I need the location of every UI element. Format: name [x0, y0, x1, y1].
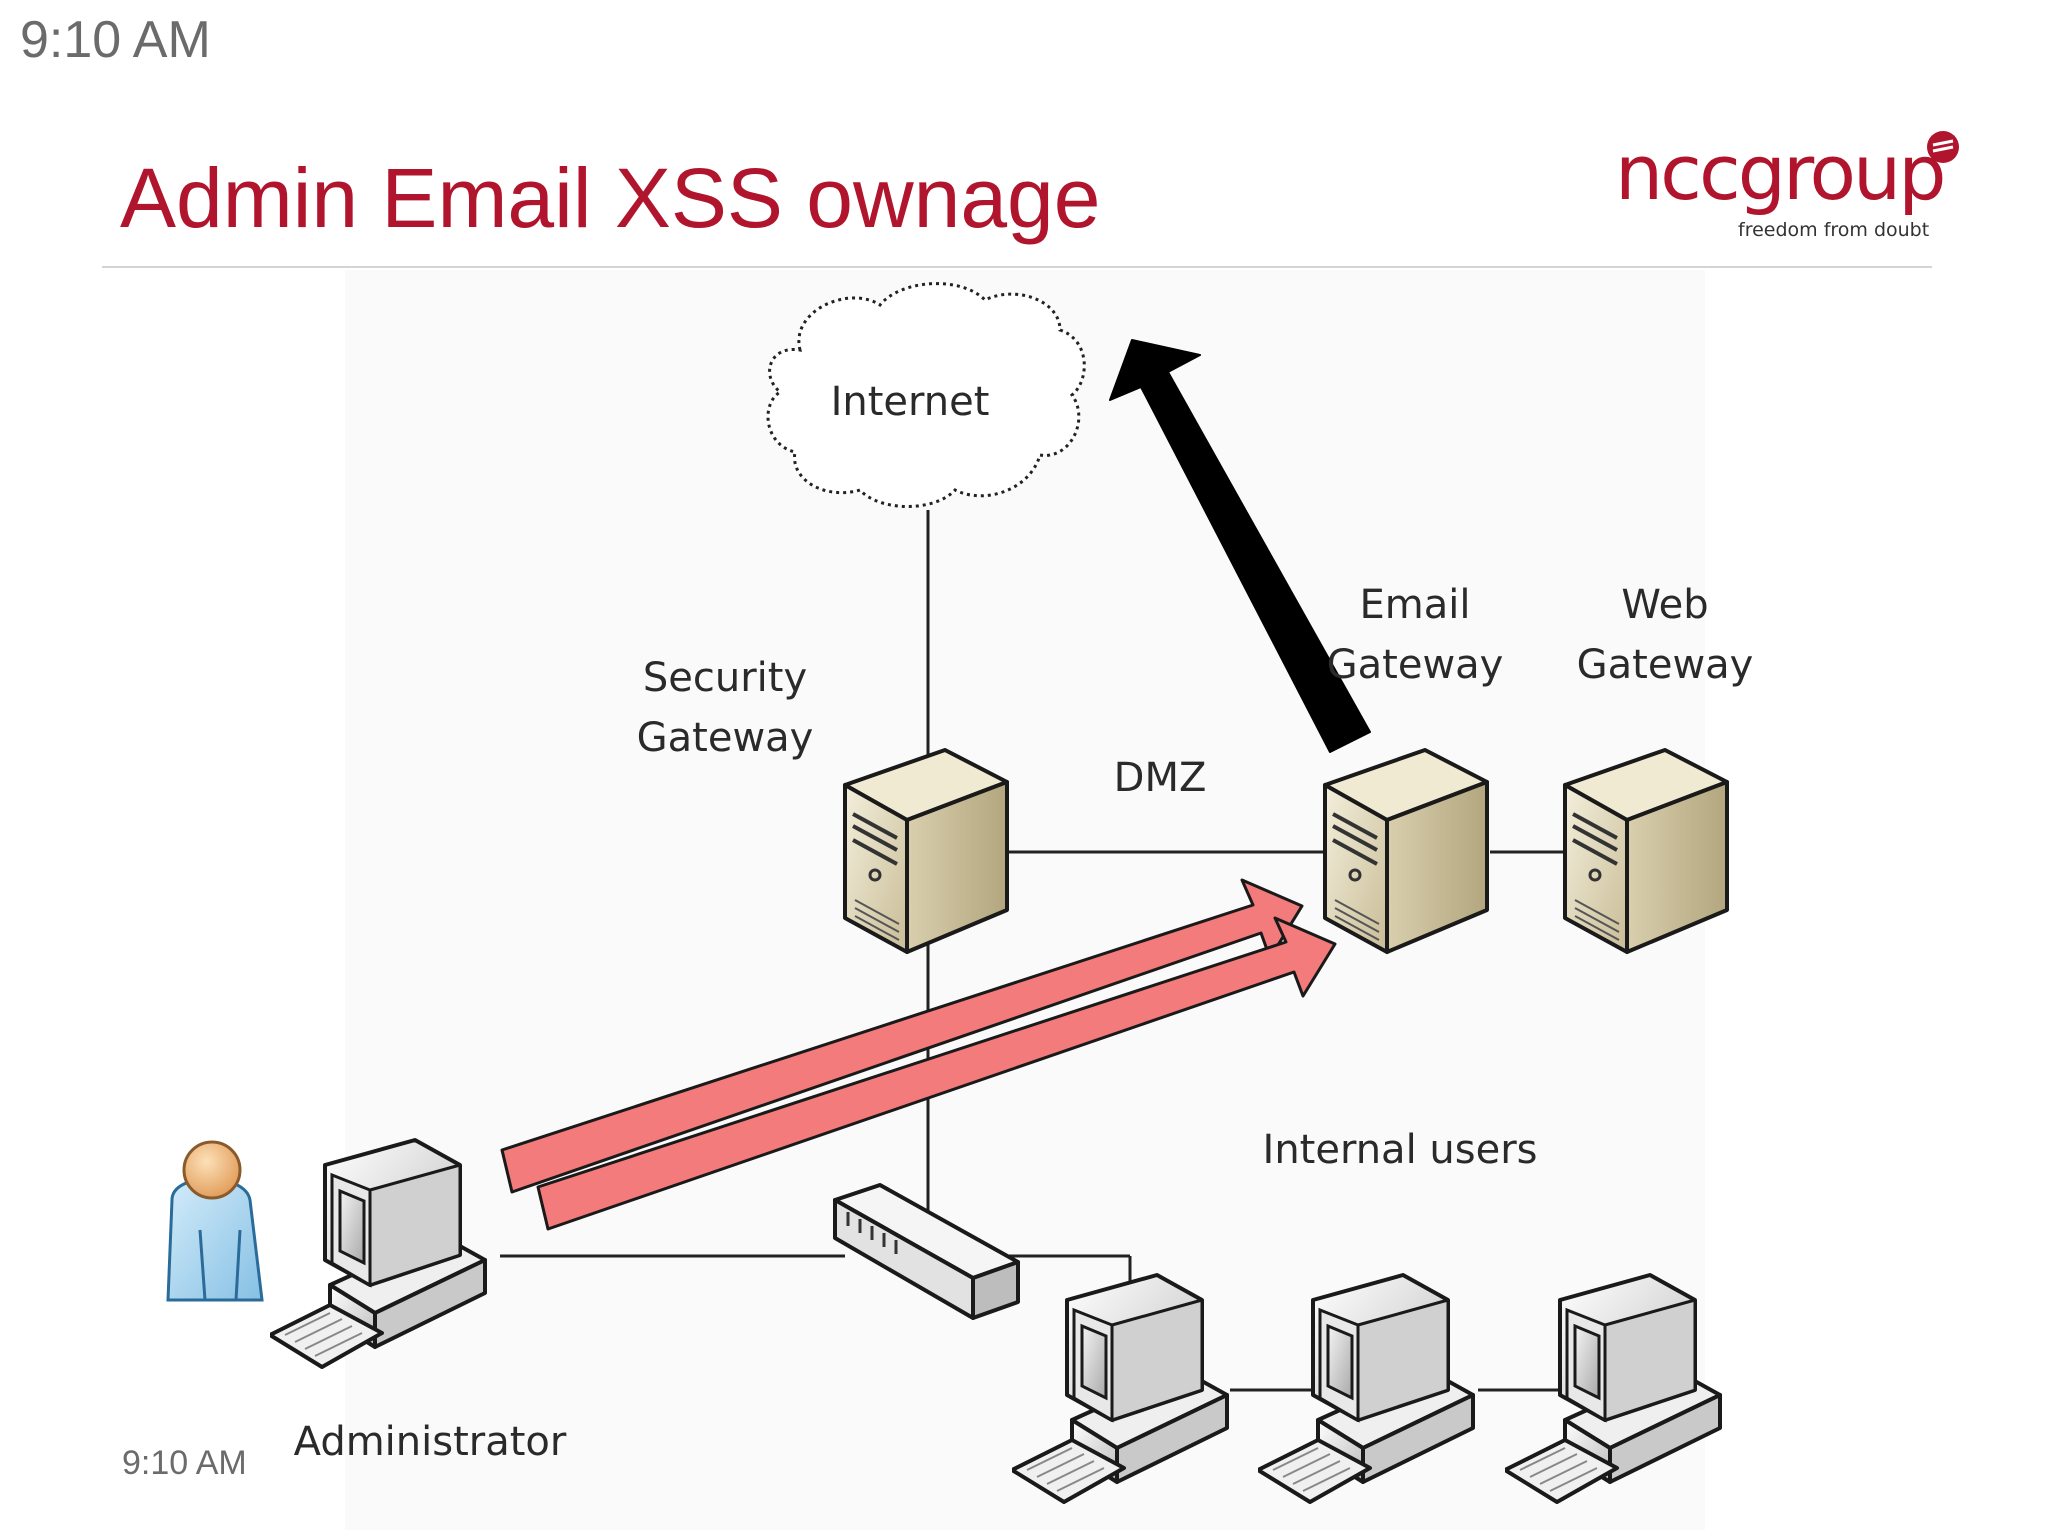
- clock-top: 9:10 AM: [20, 11, 211, 69]
- administrator-person-icon: [166, 1140, 264, 1302]
- administrator-label: Administrator: [293, 1419, 567, 1465]
- title-divider: [102, 266, 1932, 268]
- internet-label: Internet: [830, 379, 990, 425]
- dmz-label: DMZ: [1113, 755, 1207, 801]
- network-switch-icon: [833, 1183, 1020, 1320]
- email-gateway-label: Email Gateway: [1326, 582, 1504, 688]
- internal-user-pc-icon: [1012, 1273, 1229, 1504]
- company-logo: nccgroup freedom from doubt: [1605, 125, 1975, 245]
- logo-mark-icon: [1927, 131, 1959, 163]
- exfiltration-arrow-icon: [1109, 339, 1371, 753]
- web-gateway-label: Web Gateway: [1576, 582, 1754, 688]
- administrator-pc-icon: [270, 1138, 487, 1369]
- logo-tagline: freedom from doubt: [1738, 219, 1930, 241]
- security-gateway-server-icon: [843, 748, 1009, 954]
- security-gateway-label: Security Gateway: [636, 655, 814, 761]
- internet-cloud-icon: [766, 282, 1086, 508]
- attack-arrow-icon: [536, 916, 1337, 1231]
- internal-users-label: Internal users: [1262, 1127, 1538, 1173]
- logo-wordmark: nccgroup: [1615, 128, 1946, 217]
- clock-bottom: 9:10 AM: [122, 1444, 247, 1482]
- email-gateway-server-icon: [1323, 748, 1489, 954]
- web-gateway-server-icon: [1563, 748, 1729, 954]
- slide-title: Admin Email XSS ownage: [120, 151, 1101, 245]
